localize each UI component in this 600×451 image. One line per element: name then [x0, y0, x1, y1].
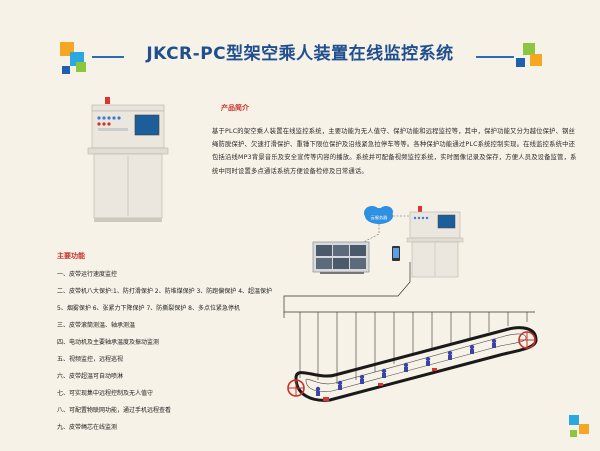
title-underline-right: [476, 56, 514, 58]
drive-wheel-left: [287, 379, 305, 397]
cloud-server-icon: 云服务器: [364, 206, 393, 224]
feature-item: 五、视频监控，远程巡视: [57, 356, 124, 363]
feature-item: 九、皮带绳芯在线监测: [57, 424, 118, 431]
cloud-server-label: 云服务器: [371, 214, 389, 221]
intro-heading: 产品简介: [221, 104, 249, 112]
deco-square-green: [76, 62, 86, 72]
deco-square-orange-right: [530, 54, 542, 66]
deco-square-green-bottom: [570, 430, 577, 437]
deco-square-green-right: [523, 43, 535, 55]
intro-paragraph: 基于PLC的架空乘人装置在线监控系统，主要功能为无人值守、保护功能和远程监控等，…: [212, 128, 577, 175]
mobile-phone-icon: [392, 246, 400, 261]
features-heading: 主要功能: [57, 252, 85, 260]
signal-drop-lines: [299, 312, 528, 384]
passenger-figures: [315, 338, 497, 396]
title-underline-left: [92, 56, 124, 58]
alarm-light-icon: [105, 97, 110, 104]
signal-cable: [283, 262, 411, 318]
conveyor-belt-loop: [294, 326, 538, 402]
feature-item: 5、烟雾保护 6、张紧力下降保护 7、防撕裂保护 8、多点位紧急停机: [57, 305, 240, 312]
page-title: JKCR-PC型架空乘人装置在线监控系统: [146, 44, 454, 64]
features-list: 一、皮带运行速度监控 二、皮带机八大保护:1、防打滑保护 2、防堆煤保护 3、防…: [57, 270, 272, 440]
feature-item: 七、可实现集中远程控制及无人值守: [57, 390, 154, 397]
belt-sensors: [323, 368, 437, 401]
deco-square-cyan-bottom: [569, 415, 579, 425]
control-console-large: [87, 97, 169, 222]
monitoring-display-wall: [312, 241, 370, 274]
alarm-light-icon: [418, 206, 422, 212]
control-console-small: [406, 206, 464, 278]
console-screen: [134, 114, 160, 136]
drive-wheel-right: [518, 331, 536, 349]
feature-item: 八、可配置物联网功能，通过手机远程查看: [57, 407, 172, 414]
feature-item: 四、电动机及主要轴承温度及振动监测: [57, 339, 160, 346]
feature-item: 一、皮带运行速度监控: [57, 271, 118, 278]
feature-item: 二、皮带机八大保护:1、防打滑保护 2、防堆煤保护 3、防跑偏保护 4、超温保护: [57, 288, 273, 295]
connection-line: [393, 215, 413, 228]
deco-square-blue: [62, 66, 70, 74]
deco-square-blue-right: [516, 58, 525, 67]
feature-item: 六、皮带超温可自动喷淋: [57, 373, 124, 380]
feature-item: 三、皮带滚筒测温、轴承测温: [57, 322, 136, 329]
deco-square-orange-bottom: [579, 424, 589, 434]
